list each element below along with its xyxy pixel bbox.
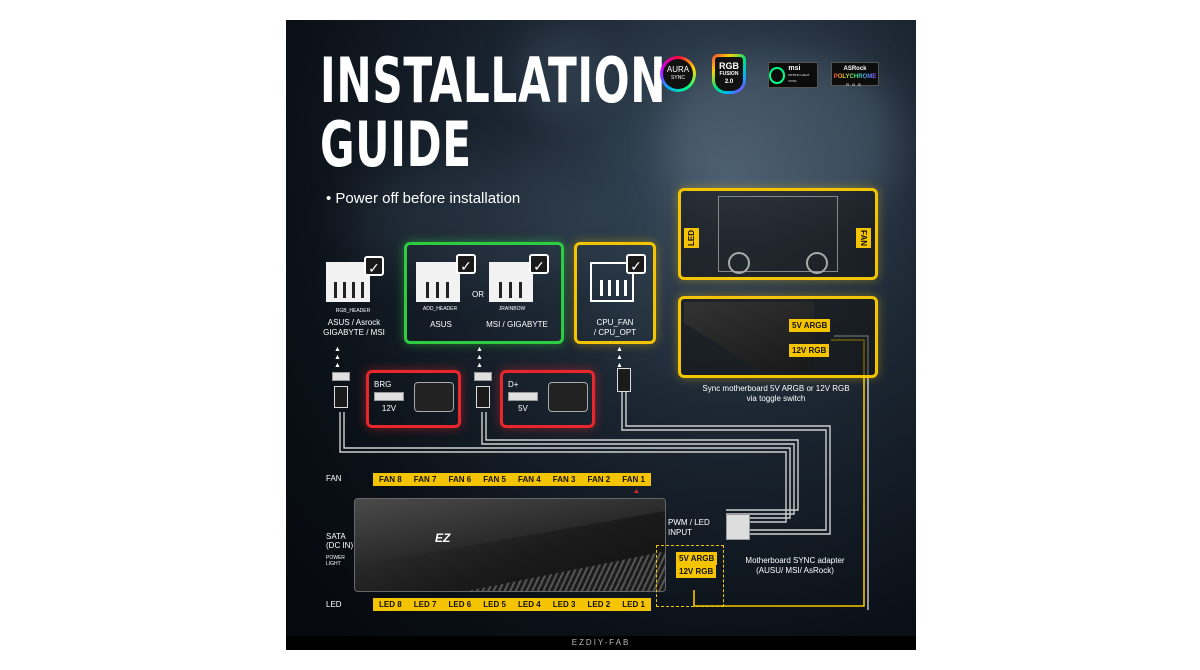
asrock-polychrome-logo: ASRock POLYCHROME RGB: [831, 62, 879, 86]
msi-gigabyte-label: MSI / GIGABYTE: [482, 320, 552, 330]
12v-label: 12V: [374, 404, 404, 414]
msi-mystic-light-logo: msi MYSTIC LIGHT SYNC: [768, 62, 818, 88]
led-port-label: LED 4: [518, 600, 541, 609]
check-icon: ✓: [529, 254, 549, 274]
installation-guide-poster: INSTALLATION GUIDE • Power off before in…: [286, 20, 916, 650]
arrow-up-icon: ▲▲▲: [334, 346, 341, 370]
aura-text: AURA: [663, 65, 693, 74]
jrainbow-tag: JRAINBOW: [482, 304, 542, 314]
brg-label: BRG: [374, 380, 414, 390]
5v-label: 5V: [508, 404, 538, 414]
add-header-tag: ADD_HEADER: [410, 304, 470, 314]
led-port-label: LED 8: [379, 600, 402, 609]
sata-dc-in-label: SATA (DC IN): [326, 532, 353, 550]
hub-5v-argb-badge: 5V ARGB: [676, 552, 717, 565]
fan-port-bar: FAN 8 FAN 7 FAN 6 FAN 5 FAN 4 FAN 3 FAN 2 FAN 1: [373, 473, 651, 486]
polychrome-sub: RGB: [832, 81, 878, 89]
fan-side-label: FAN: [326, 474, 342, 483]
led-side-label: LED: [326, 600, 342, 609]
argb-cable-connector: [508, 392, 538, 401]
asus-label: ASUS: [416, 320, 466, 330]
fan-port-label: FAN 3: [553, 475, 576, 484]
rgb-header-label: ASUS / Asrock GIGABYTE / MSI: [312, 318, 396, 338]
argb-cable-plug: [548, 382, 588, 412]
fusion-rgb: RGB: [715, 62, 743, 70]
fan-plug: [617, 368, 631, 392]
switch-12v-rgb: 12V RGB: [789, 344, 829, 357]
led-port-label: LED 7: [414, 600, 437, 609]
fan-port-label: FAN 1: [622, 475, 645, 484]
led-port-label: LED 5: [483, 600, 506, 609]
sync-adapter-connector: [726, 514, 750, 540]
aura-sync-logo: AURA SYNC: [660, 56, 696, 92]
msi-sub: MYSTIC LIGHT SYNC: [788, 72, 817, 84]
led-port-label: LED 2: [588, 600, 611, 609]
fan-port-label: FAN 6: [449, 475, 472, 484]
fan-port-label: FAN 2: [588, 475, 611, 484]
aura-sub: SYNC: [663, 74, 693, 83]
power-light-label: POWER LIGHT: [326, 555, 345, 567]
switch-5v-argb: 5V ARGB: [789, 319, 830, 332]
board-fan-label: FAN: [856, 228, 871, 248]
title-line-2: GUIDE: [320, 114, 472, 176]
power-off-note: • Power off before installation: [326, 190, 520, 207]
board-screw-hole: [728, 252, 750, 274]
asrock-text: ASRock: [832, 65, 878, 73]
rgb-plug: [334, 386, 348, 408]
toggle-switch-caption: Sync motherboard 5V ARGB or 12V RGB via …: [676, 384, 876, 404]
fan1-marker-icon: ▲: [633, 488, 640, 496]
led-port-bar: LED 8 LED 7 LED 6 LED 5 LED 4 LED 3 LED 2 LED 1: [373, 598, 651, 611]
check-icon: ✓: [626, 254, 646, 274]
led-port-label: LED 1: [622, 600, 645, 609]
jrainbow-diagram: [489, 262, 533, 302]
arrow-up-icon: ▲▲▲: [616, 346, 623, 370]
rgb-cable-connector: [374, 392, 404, 401]
d-plus-label: D+: [508, 380, 548, 390]
check-icon: ✓: [364, 256, 384, 276]
rgb-4pin-connector: [332, 372, 350, 381]
argb-plug: [476, 386, 490, 408]
mystic-ring-icon: [769, 67, 785, 84]
sync-adapter-label: Motherboard SYNC adapter (AUSU/ MSI/ AsR…: [726, 556, 864, 576]
pwm-led-input-label: PWM / LED INPUT: [668, 518, 720, 538]
or-label: OR: [471, 290, 485, 300]
rgb-header-pins: RGB_HEADER: [318, 306, 388, 316]
cpu-fan-label: CPU_FAN / CPU_OPT: [582, 318, 648, 338]
fan-port-label: FAN 4: [518, 475, 541, 484]
rgb-fusion-logo: RGB FUSION 2.0: [712, 54, 746, 94]
fan-port-label: FAN 8: [379, 475, 402, 484]
hub-controller: EZ: [354, 498, 666, 592]
check-icon: ✓: [456, 254, 476, 274]
led-port-label: LED 6: [449, 600, 472, 609]
fan-port-label: FAN 5: [483, 475, 506, 484]
fusion-version: 2.0: [715, 78, 743, 86]
rgb-cable-plug: [414, 382, 454, 412]
hub-logo: EZ: [435, 531, 450, 545]
board-screw-hole: [806, 252, 828, 274]
argb-3pin-connector: [474, 372, 492, 381]
fusion-text: FUSION: [715, 70, 743, 78]
led-port-label: LED 3: [553, 600, 576, 609]
board-led-label: LED: [684, 228, 699, 248]
brand-footer: EZDIY-FAB: [286, 636, 916, 650]
hub-12v-rgb-badge: 12V RGB: [676, 565, 716, 578]
add-header-diagram: [416, 262, 460, 302]
polychrome-text: POLYCHROME: [832, 73, 878, 81]
arrow-up-icon: ▲▲▲: [476, 346, 483, 370]
fan-port-label: FAN 7: [414, 475, 437, 484]
title-line-1: INSTALLATION: [320, 50, 666, 112]
